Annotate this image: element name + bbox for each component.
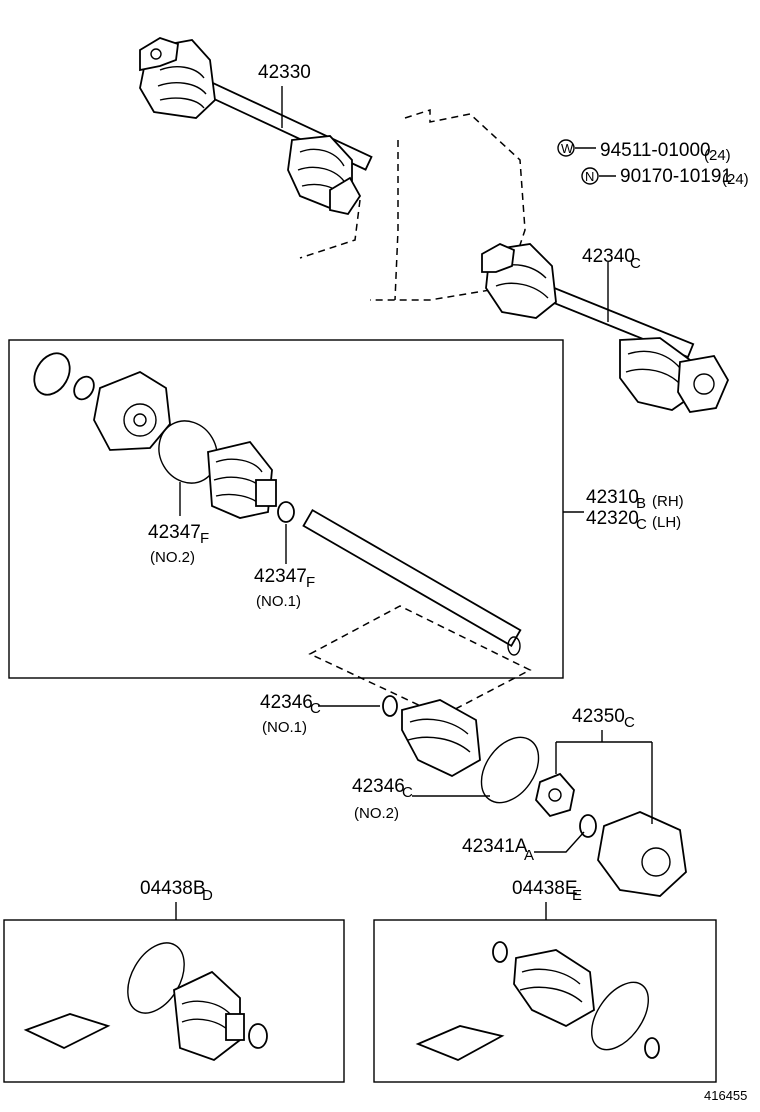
label-42320-side: (LH)	[652, 514, 681, 531]
label-42341a: 42341A	[462, 836, 528, 857]
washer-callout: W 94511-01000 (24)	[557, 139, 731, 164]
label-42310-suffix: B	[636, 495, 646, 512]
label-42347-no2: 42347	[148, 522, 201, 543]
label-04438e-suffix: E	[572, 887, 582, 904]
label-04438b: 04438B	[140, 878, 206, 899]
label-04438b-suffix: D	[202, 887, 213, 904]
right-drive-shaft	[481, 242, 730, 413]
inner-shaft	[302, 508, 522, 656]
exploded-view-box	[8, 339, 564, 679]
label-42350-suffix: C	[624, 714, 635, 731]
figure-id: 416455	[704, 1088, 747, 1103]
label-04438e: 04438E	[512, 878, 578, 899]
label-90170: 90170-10191	[620, 166, 732, 187]
nut-symbol: N	[585, 169, 594, 184]
label-42340: 42340	[582, 246, 635, 267]
label-42320: 42320	[586, 508, 639, 529]
label-42347-no1: 42347	[254, 566, 307, 587]
label-42350: 42350	[572, 706, 625, 727]
label-42346-no1-suffix: C	[310, 700, 321, 717]
label-90170-qty: (24)	[722, 171, 749, 188]
boot-kit-right-parts	[415, 941, 660, 1061]
nut-icon	[581, 167, 599, 185]
boot-kit-left-box	[3, 919, 345, 1083]
boot-kit-left-parts	[23, 942, 268, 1062]
label-42310: 42310	[586, 487, 639, 508]
label-42347-no1-suffix: F	[306, 574, 315, 591]
upper-drive-shaft	[139, 37, 373, 216]
label-42346-no1-tag: (NO.1)	[262, 719, 307, 736]
label-42346-no2-tag: (NO.2)	[354, 805, 399, 822]
label-42320-suffix: C	[636, 516, 647, 533]
label-42347-no1-tag: (NO.1)	[256, 593, 301, 610]
label-42347-no2-suffix: F	[200, 530, 209, 547]
label-42346-no2: 42346	[352, 776, 405, 797]
label-42340-suffix: C	[630, 255, 641, 272]
inboard-joint-parts	[382, 695, 687, 897]
nut-callout: N 90170-10191 (24)	[581, 166, 749, 188]
label-42330: 42330	[258, 62, 311, 83]
label-42346-no2-suffix: C	[402, 784, 413, 801]
label-94511: 94511-01000	[600, 140, 711, 161]
label-42310-side: (RH)	[652, 493, 684, 510]
boot-kit-right-box	[373, 919, 717, 1083]
label-42346-no1: 42346	[260, 692, 313, 713]
outer-joint-parts	[33, 352, 295, 523]
label-42347-no2-tag: (NO.2)	[150, 549, 195, 566]
label-42341a-suffix: A	[524, 847, 534, 864]
washer-symbol: W	[561, 141, 574, 156]
washer-icon	[557, 139, 575, 157]
label-94511-qty: (24)	[704, 147, 731, 164]
